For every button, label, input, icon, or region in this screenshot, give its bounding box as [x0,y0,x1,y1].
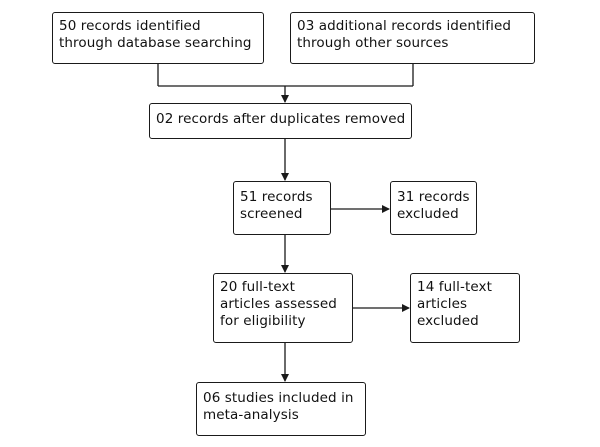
box-excluded: 31 records excluded [390,181,477,235]
other-sources-line-1: 03 additional records identified [297,18,512,34]
full-text-excluded-line-1: 14 full-text [417,279,492,295]
full-text-assessed-line-2: articles assessed [220,296,337,312]
excluded-line-2: excluded [397,206,459,222]
screened-line-1: 51 records [240,189,313,205]
included-line-1: 06 studies included in [203,390,354,406]
box-included: 06 studies included in meta-analysis [196,382,366,436]
box-other-sources: 03 additional records identified through… [290,12,535,64]
full-text-assessed-line-3: for eligibility [220,313,306,329]
box-full-text-assessed: 20 full-text articles assessed for eligi… [213,273,353,343]
box-duplicates-removed: 02 records after duplicates removed [149,103,412,139]
other-sources-line-2: through other sources [297,35,449,51]
database-search-line-1: 50 records identified [59,18,201,34]
full-text-excluded-line-2: articles [417,296,468,312]
box-screened: 51 records screened [233,181,331,235]
full-text-assessed-line-1: 20 full-text [220,279,295,295]
screened-line-2: screened [240,206,303,222]
database-search-line-2: through database searching [59,35,252,51]
full-text-excluded-line-3: excluded [417,313,479,329]
box-full-text-excluded: 14 full-text articles excluded [410,273,520,343]
duplicates-removed-line-1: 02 records after duplicates removed [156,111,406,127]
box-database-search: 50 records identified through database s… [52,12,264,64]
excluded-line-1: 31 records [397,189,470,205]
included-line-2: meta-analysis [203,407,299,423]
